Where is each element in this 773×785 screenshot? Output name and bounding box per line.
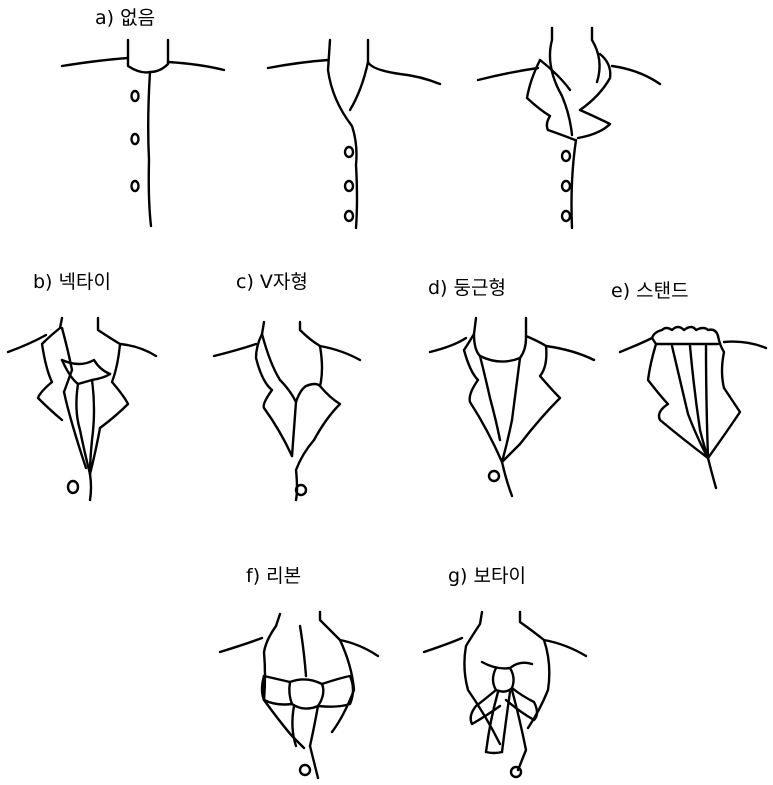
- sketch-g-bowtie-collar: [424, 612, 586, 777]
- sketch-e-stand-collar: [620, 327, 766, 488]
- sketch-b-necktie-collar: [8, 318, 156, 500]
- sketch-a-convertible-collar: [478, 28, 660, 228]
- sketch-f-ribbon-collar: [220, 612, 378, 778]
- sketch-a-open-neck: [268, 40, 440, 228]
- sketch-c-v-collar: [214, 322, 360, 500]
- sketch-a-plain-neckline: [62, 40, 224, 226]
- sketch-d-round-collar: [430, 318, 594, 496]
